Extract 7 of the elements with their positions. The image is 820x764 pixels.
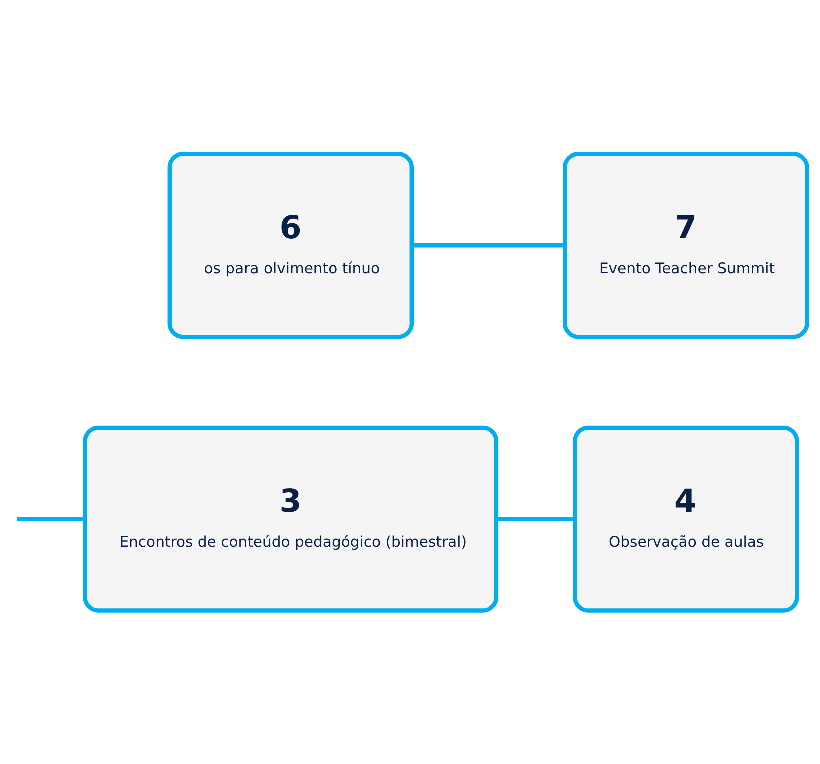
connector: [412, 243, 566, 248]
connector: [496, 516, 576, 521]
node-box: 4 Observação de aulas: [573, 425, 800, 612]
node-box: 6 os para olvimento tínuo: [168, 152, 414, 339]
node-box: 3 Encontros de conteúdo pedagógico (bimestral): [83, 425, 499, 612]
connector: [17, 516, 86, 521]
node-box: 7 Evento Teacher Summit: [563, 152, 810, 339]
